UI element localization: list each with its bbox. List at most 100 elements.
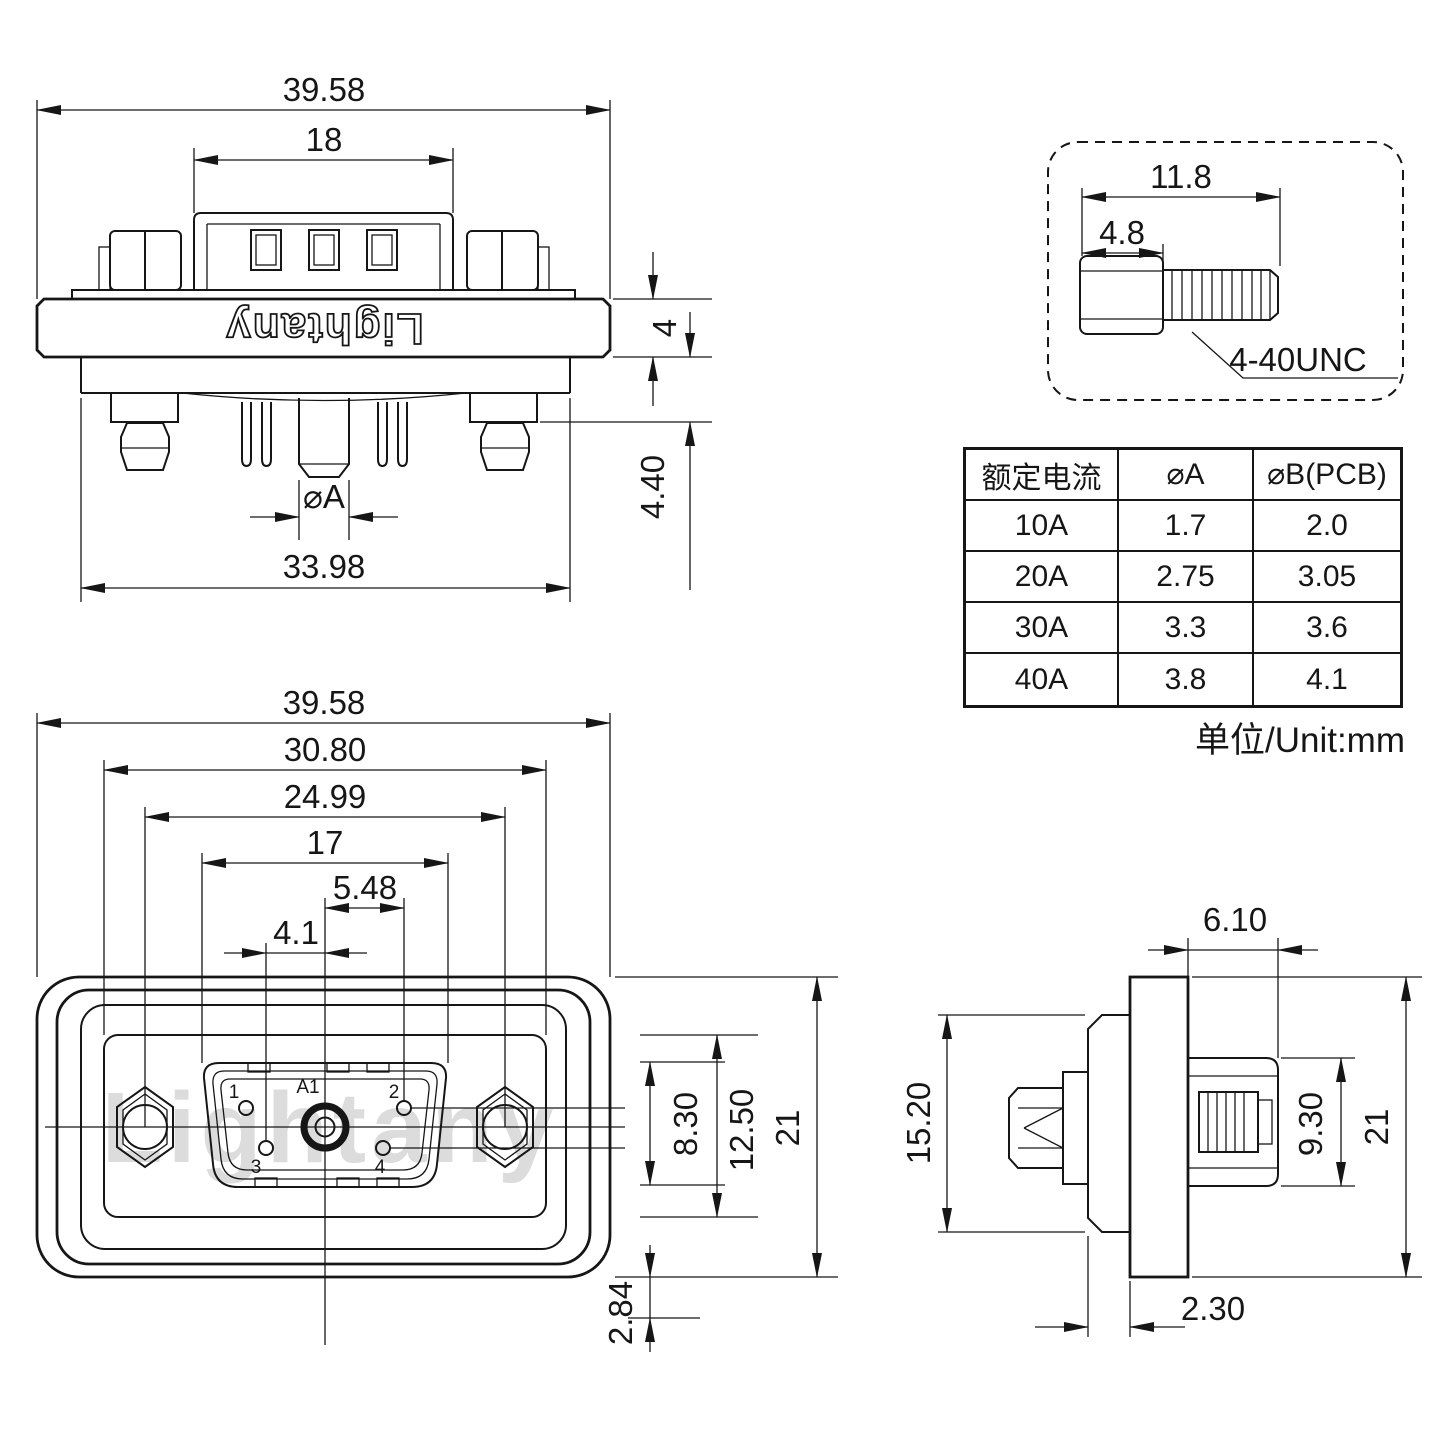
dim-text: 24.99 bbox=[284, 778, 367, 815]
table-cell: 4.1 bbox=[1306, 662, 1348, 696]
dim-text: 33.98 bbox=[283, 548, 366, 585]
table-cell: 3.6 bbox=[1254, 603, 1400, 654]
dim-screw-total-length: 11.8 bbox=[1081, 158, 1281, 266]
dim-text: 4.8 bbox=[1099, 214, 1145, 251]
table-header-dia-b: ⌀B(PCB) bbox=[1254, 450, 1400, 501]
pin bbox=[377, 402, 388, 468]
thread-lines bbox=[1171, 270, 1262, 320]
flange-outline bbox=[35, 297, 612, 359]
pin-label-a1: A1 bbox=[296, 1077, 319, 1098]
dim-text: 21 bbox=[1358, 1109, 1395, 1146]
dim-text: 39.58 bbox=[283, 71, 366, 108]
screw-posts bbox=[98, 230, 550, 291]
hex-nut bbox=[116, 1085, 174, 1169]
dim-screw-head-length: 4.8 bbox=[1081, 214, 1164, 266]
dim-text: 21 bbox=[769, 1110, 806, 1147]
dim-top-pin-diameter: ⌀A bbox=[250, 478, 398, 540]
dim-text: 17 bbox=[307, 824, 344, 861]
coax-pin-inner bbox=[314, 1116, 336, 1138]
pin-label-4: 4 bbox=[375, 1157, 386, 1178]
dim-front-row-offset: 2.84 bbox=[602, 1245, 700, 1352]
mounting-bracket bbox=[80, 357, 571, 423]
bracket-tab-left bbox=[110, 393, 179, 423]
dim-text: 12.50 bbox=[723, 1089, 760, 1172]
table-cell: 3.3 bbox=[1119, 603, 1254, 654]
slot-inner bbox=[255, 234, 277, 266]
bracket-tab-right bbox=[469, 393, 538, 423]
front-view: Lightany bbox=[35, 684, 838, 1352]
table-cell: 2.75 bbox=[1119, 552, 1254, 603]
brand-logo-mirrored: Lightany bbox=[224, 304, 423, 353]
power-pin bbox=[298, 398, 350, 478]
table-header-dia-a: ⌀A bbox=[1119, 450, 1254, 501]
shell-notch bbox=[366, 1062, 390, 1073]
dsub-shell bbox=[202, 1062, 448, 1188]
dim-side-body-height: 21 bbox=[1192, 976, 1422, 1278]
hex-nut bbox=[476, 1085, 534, 1169]
dim-text: 15.20 bbox=[900, 1082, 937, 1165]
shell-inner bbox=[220, 1078, 430, 1171]
slot bbox=[250, 229, 282, 271]
pin bbox=[261, 402, 272, 468]
clip-slit bbox=[1023, 1107, 1064, 1129]
dim-text: 2.30 bbox=[1181, 1290, 1245, 1327]
shell-middle bbox=[212, 1070, 438, 1180]
dim-front-boss-width: 30.80 bbox=[103, 731, 547, 1035]
table-cell: 3.8 bbox=[1119, 654, 1254, 705]
barrel-threads bbox=[1207, 1092, 1245, 1152]
dim-text: 11.8 bbox=[1150, 158, 1212, 195]
thread-spec-text: 4-40UNC bbox=[1229, 341, 1367, 378]
dim-front-body-height: 21 bbox=[615, 976, 838, 1278]
dim-text: 8.30 bbox=[667, 1092, 704, 1156]
dim-front-insert-height: 12.50 bbox=[640, 1034, 760, 1218]
slot-inner bbox=[313, 234, 335, 266]
table-cell: 3.05 bbox=[1254, 552, 1400, 603]
flange-profile bbox=[1128, 975, 1190, 1279]
pin-label-1: 1 bbox=[229, 1082, 240, 1103]
side-view: 6.10 15.20 9.30 21 2.30 bbox=[900, 901, 1422, 1337]
dim-side-back-depth: 6.10 bbox=[1148, 901, 1318, 1058]
table-cell: 2.0 bbox=[1254, 501, 1400, 552]
dim-front-pin2-offset: 5.48 bbox=[324, 869, 405, 1100]
shell-outline bbox=[193, 212, 454, 290]
pin-label-2: 2 bbox=[389, 1082, 400, 1103]
insulator-plate bbox=[1087, 1014, 1131, 1233]
dim-side-housing-height: 9.30 bbox=[1281, 1057, 1355, 1187]
pin-3 bbox=[258, 1140, 274, 1156]
pin-field: 1 2 3 4 A1 bbox=[229, 1077, 625, 1178]
bushing-left bbox=[120, 422, 170, 471]
coax-pin-outer bbox=[300, 1102, 350, 1152]
pin bbox=[241, 402, 252, 468]
dim-top-body-width: 33.98 bbox=[80, 398, 571, 602]
retention-clip bbox=[1008, 1071, 1089, 1185]
dim-side-flange-thickness: 2.30 bbox=[1035, 1236, 1245, 1337]
shell-notch bbox=[376, 1177, 400, 1188]
detail-border bbox=[1047, 141, 1404, 401]
dim-text: 30.80 bbox=[284, 731, 367, 768]
dim-front-total-width: 39.58 bbox=[36, 684, 611, 977]
top-view: Lightany bbox=[35, 71, 712, 602]
back-housing bbox=[1187, 1057, 1279, 1187]
slot bbox=[308, 229, 340, 271]
dim-text: 18 bbox=[306, 121, 343, 158]
table-cell: 40A bbox=[966, 654, 1119, 705]
post-tab bbox=[98, 246, 111, 291]
post-tab bbox=[537, 246, 550, 291]
shell-notch bbox=[336, 1177, 360, 1188]
dim-front-pin3-offset: 4.1 bbox=[224, 914, 367, 1140]
dim-top-flange-thickness: 4 bbox=[613, 252, 712, 406]
slot-inner bbox=[371, 234, 393, 266]
bushings bbox=[120, 422, 530, 471]
screw-detail: 11.8 4.8 4-40UNC bbox=[1047, 141, 1404, 401]
screw-head bbox=[1079, 255, 1164, 335]
table-cell: 10A bbox=[966, 501, 1119, 552]
barrel-cap bbox=[1257, 1099, 1273, 1145]
dim-text: ⌀A bbox=[303, 478, 345, 515]
dim-front-shell-height: 8.30 bbox=[640, 1061, 725, 1186]
dim-text: 9.30 bbox=[1292, 1092, 1329, 1156]
bushing-right bbox=[480, 422, 530, 471]
table-header-current: 额定电流 bbox=[966, 450, 1119, 501]
thread-callout: 4-40UNC bbox=[1191, 331, 1398, 379]
